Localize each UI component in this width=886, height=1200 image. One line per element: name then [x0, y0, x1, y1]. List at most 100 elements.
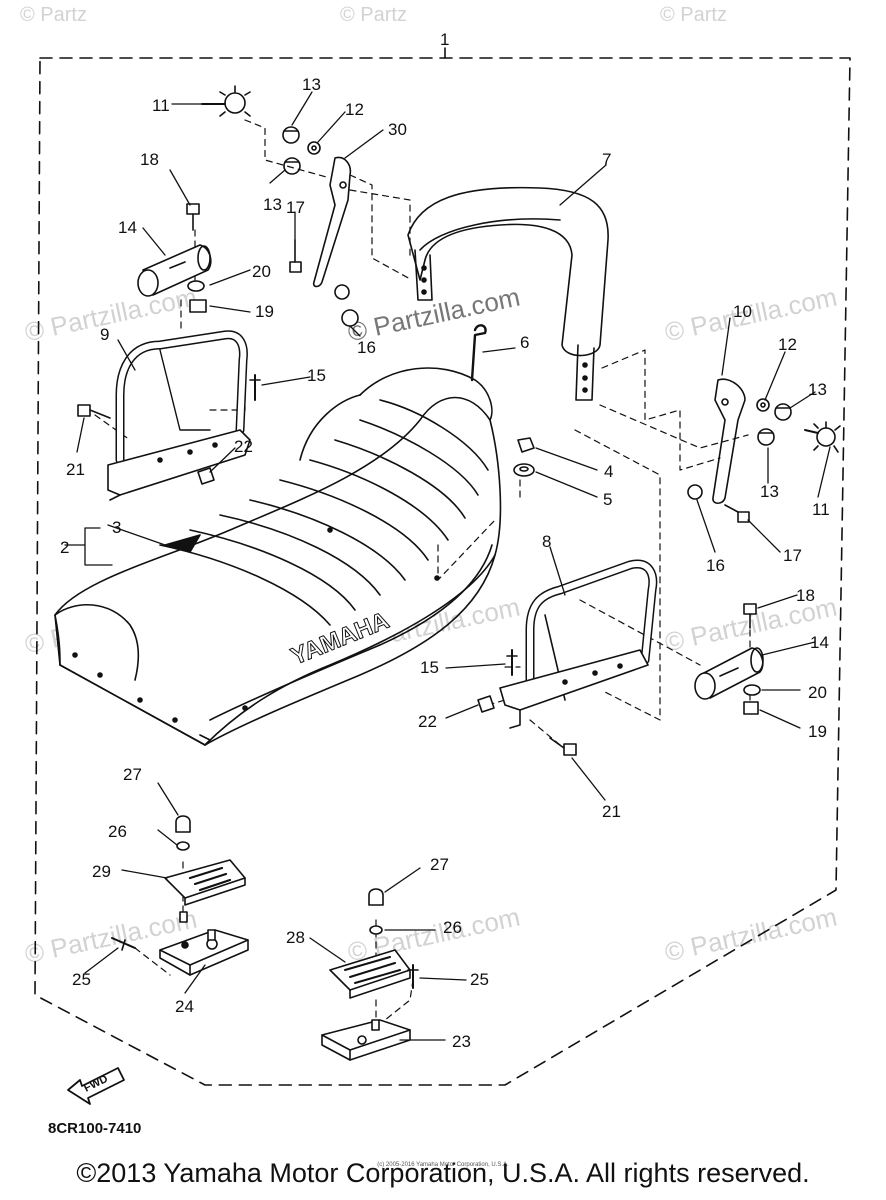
callout-number: 28: [286, 928, 305, 947]
knob-right: [804, 421, 841, 453]
cover-29: [164, 859, 246, 906]
callout-number: 17: [783, 546, 802, 565]
bracket-23: [321, 1019, 411, 1061]
callout-number: 22: [418, 712, 437, 731]
callout-number: 18: [140, 150, 159, 169]
small-copyright-notice: (c) 2005-2016 Yamaha Motor Corporation, …: [377, 1162, 509, 1168]
washer-20-left: [187, 280, 205, 292]
callout-number: 13: [263, 195, 282, 214]
washer-26-left: [176, 841, 190, 851]
callout-number: 7: [602, 150, 612, 169]
callout-number: 4: [604, 462, 614, 481]
callout-number: 23: [452, 1032, 471, 1051]
bolt-17-left: [289, 239, 302, 273]
nut-4: [517, 437, 535, 453]
callout-number: 30: [388, 120, 407, 139]
callout-number: 20: [252, 262, 271, 281]
callout-number: 10: [733, 302, 752, 321]
nut-19-right: [743, 701, 759, 715]
callout-number: 20: [808, 683, 827, 702]
callout-number: 26: [108, 822, 127, 841]
washer-26-right: [369, 925, 383, 935]
callout-number: 17: [286, 198, 305, 217]
bracket-24: [159, 911, 249, 976]
pin-15-right: [506, 649, 518, 676]
pin-15-left: [249, 374, 261, 401]
collar-13b: [283, 157, 301, 175]
callout-number: 1: [440, 30, 450, 49]
callout-number: 29: [92, 862, 111, 881]
callout-number: 16: [706, 556, 725, 575]
callout-number: 18: [796, 586, 815, 605]
callout-number: 16: [357, 338, 376, 357]
callout-number: 15: [307, 366, 326, 385]
grip-right: [694, 647, 764, 700]
nut-16-right: [687, 484, 703, 500]
callout-number: 12: [345, 100, 364, 119]
watermark: © Partz: [20, 4, 87, 26]
nut-19-left: [189, 299, 207, 313]
callout-number: 8: [542, 532, 552, 551]
callout-number: 21: [66, 460, 85, 479]
washer-5: [513, 463, 535, 477]
pin-25-right: [407, 964, 419, 989]
callout-number: 2: [60, 538, 70, 557]
bolt-21-right: [549, 737, 577, 756]
cap-nut-27-right: [368, 888, 384, 906]
callout-number: 11: [812, 500, 830, 519]
knob-left: [201, 85, 251, 117]
backrest: [407, 186, 609, 401]
callout-number: 26: [443, 918, 462, 937]
washer-12a: [307, 141, 321, 155]
fwd-arrow: FWD: [67, 1067, 125, 1105]
callout-number: 13: [760, 482, 779, 501]
grab-bar-right: [499, 559, 658, 729]
bolt-18-right: [743, 603, 757, 629]
nut-16-left: [334, 284, 359, 327]
grab-bar-left: [107, 330, 251, 501]
callout-number: 25: [470, 970, 489, 989]
callout-number: 27: [123, 765, 142, 784]
callout-number: 5: [603, 490, 613, 509]
callout-number: 13: [302, 75, 321, 94]
collar-13d: [757, 428, 775, 446]
cap-nut-27-left: [175, 815, 191, 833]
nut-22-right: [477, 695, 495, 713]
hex-key: [470, 324, 487, 382]
callout-number: 12: [778, 335, 797, 354]
callout-number: 3: [112, 518, 122, 537]
callout-number: 15: [420, 658, 439, 677]
cover-28: [329, 949, 411, 999]
copyright-footer: ©2013 Yamaha Motor Corporation, U.S.A. A…: [76, 1158, 810, 1188]
bolt-21-left: [77, 404, 111, 419]
watermark: © Partz: [340, 4, 407, 26]
callout-number: 21: [602, 802, 621, 821]
diagram-code: 8CR100-7410: [48, 1120, 142, 1137]
callout-number: 9: [100, 325, 110, 344]
callout-number: 19: [255, 302, 274, 321]
callout-number: 14: [810, 633, 829, 652]
stay-right: [712, 378, 746, 505]
bolt-18-left: [186, 203, 200, 231]
washer-12b: [756, 398, 770, 412]
bolt-17-right: [724, 504, 750, 523]
callout-number: 25: [72, 970, 91, 989]
collar-13c: [774, 403, 792, 421]
callout-number: 22: [234, 437, 253, 456]
callout-number: 6: [520, 333, 530, 352]
assembly-boundary: [34, 57, 851, 1086]
callout-number: 11: [152, 96, 170, 115]
callout-number: 19: [808, 722, 827, 741]
collar-13a: [282, 126, 300, 144]
washer-20-right: [743, 684, 761, 696]
leader-lines: [64, 91, 831, 1041]
watermark: © Partz: [660, 4, 727, 26]
callout-number: 13: [808, 380, 827, 399]
callout-number: 14: [118, 218, 137, 237]
stay-left: [312, 156, 352, 288]
callout-number: 27: [430, 855, 449, 874]
grip-left: [137, 244, 212, 297]
pin-25-left: [111, 937, 136, 951]
